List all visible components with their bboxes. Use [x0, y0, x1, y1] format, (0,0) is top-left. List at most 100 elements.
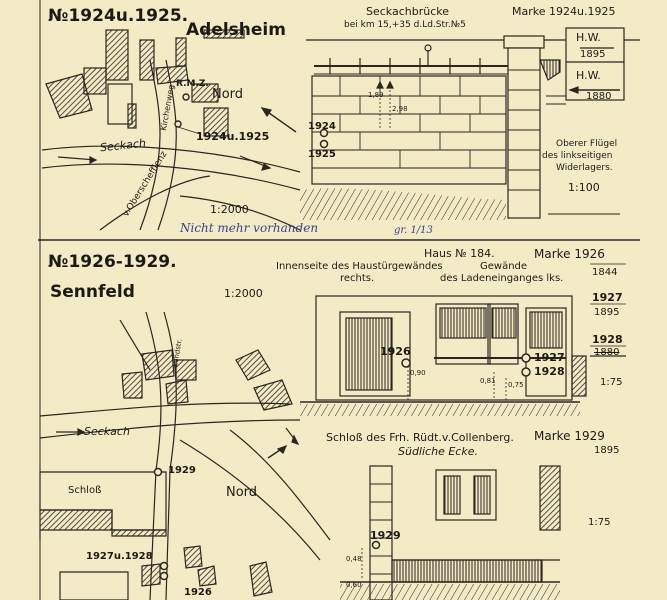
lower-map-mark-1929: 1929	[168, 465, 196, 476]
lower-river-label: Seckach	[84, 425, 130, 438]
mark-circle-1929	[371, 540, 381, 550]
river-bank	[39, 402, 291, 417]
upper-north-label: Nord	[212, 87, 244, 102]
building	[127, 103, 137, 129]
window	[435, 303, 491, 365]
river-bank	[39, 419, 301, 439]
adelsheim-map	[41, 29, 301, 231]
year-1927: 1927	[592, 291, 623, 304]
ground-fill	[300, 188, 506, 220]
dim-081: 0,81	[480, 377, 496, 385]
river-bank	[41, 145, 301, 173]
building	[45, 73, 93, 119]
flow-arrow	[261, 163, 272, 171]
bridge-title: Seckachbrücke	[366, 5, 450, 18]
road-edge	[145, 311, 162, 600]
upper-handwritten-note: Nicht mehr vorhanden	[180, 221, 319, 235]
door	[345, 317, 393, 391]
hw1-year: 1895	[580, 49, 606, 60]
bridge-location: bei km 15,+35 d.Ld.Str.№5	[344, 20, 466, 30]
schloss-corner-label: Südliche Ecke.	[398, 445, 478, 458]
building	[141, 349, 175, 381]
lower-number-title: №1926-1929.	[48, 252, 177, 272]
schloss-marke-year: 1895	[594, 445, 620, 456]
lower-map-scale: 1:2000	[224, 287, 263, 300]
facade	[315, 295, 573, 401]
corner-quoins	[369, 465, 393, 600]
house-mark-1927: 1927	[534, 351, 565, 364]
upper-marke-label: Marke 1924u.1925	[512, 5, 616, 18]
year-1895: 1895	[594, 307, 620, 318]
wing-line-2: des linkseitigen	[542, 151, 613, 161]
house-line-2: rechts.	[340, 273, 375, 284]
upper-map-scale: 1:2000	[210, 203, 249, 216]
building	[235, 349, 271, 381]
window-frame	[435, 469, 497, 521]
dim-060: 0,60	[346, 581, 362, 589]
wing-line-1: Oberer Flügel	[556, 139, 618, 149]
house-mark-1926: 1926	[380, 345, 411, 358]
schloss-label: Schloß	[68, 485, 102, 496]
road-edge	[179, 195, 301, 231]
building	[121, 371, 143, 399]
road-edge	[179, 439, 321, 561]
hw1-label: H.W.	[576, 31, 601, 44]
house-scale: 1:75	[600, 377, 623, 388]
ground-fill	[300, 404, 580, 416]
pier-joints	[508, 69, 540, 191]
lower-place-title: Sennfeld	[50, 282, 135, 302]
wing-line-3: Widerlagers.	[556, 163, 613, 173]
schloss-mark-1929: 1929	[370, 529, 401, 542]
upper-rmz-label: R.M.Z.	[176, 79, 209, 89]
bridge-girder	[539, 59, 561, 81]
gewaende-label-1: Gewände	[480, 261, 528, 272]
year-1844: 1844	[592, 267, 618, 278]
building	[253, 379, 293, 411]
building	[249, 561, 273, 597]
river-bank	[41, 163, 301, 191]
upper-number-title: №1924u.1925.	[48, 6, 189, 26]
road-edge	[157, 59, 177, 231]
flow-arrow	[89, 156, 98, 164]
year-1928: 1928	[592, 333, 623, 346]
hw2-year: 1880	[586, 91, 612, 102]
masonry-wall	[311, 75, 507, 185]
sennfeld-map	[39, 311, 331, 600]
road-edge	[229, 429, 331, 541]
mark-circle-1924	[319, 128, 329, 138]
bridge-dim1: 1,89	[368, 91, 384, 99]
schloss-scale: 1:75	[588, 517, 611, 528]
door-frame	[339, 311, 411, 397]
hw-box	[565, 27, 625, 101]
building	[83, 67, 107, 95]
upper-place-title: Adelsheim	[186, 20, 286, 40]
bridge-scale: 1:100	[568, 181, 600, 194]
building	[165, 379, 189, 405]
building	[139, 39, 155, 81]
building	[141, 563, 161, 587]
lower-map-mark-1927-1928: 1927u.1928	[86, 551, 153, 562]
pier-cap	[503, 35, 545, 49]
bridge-mark-a: 1924	[308, 121, 336, 132]
mark-circle-1925	[319, 139, 329, 149]
lower-marke-label: Marke 1926	[534, 247, 605, 261]
lower-map-mark-1926: 1926	[184, 587, 212, 598]
schloss-elevation	[340, 465, 561, 600]
building	[203, 29, 245, 39]
masonry-joints	[312, 76, 506, 169]
upper-map-mark-label: 1924u.1925	[196, 130, 270, 143]
house-mark-1928: 1928	[534, 365, 565, 378]
building	[191, 83, 219, 103]
dim-048: 0,48	[346, 555, 362, 563]
gewaende-label-2: des Ladeneinganges lks.	[440, 273, 564, 284]
house-line-1: Innenseite des Haustürgewändes	[276, 261, 443, 272]
bridge-mark-b: 1925	[308, 149, 336, 160]
marker-circle	[182, 93, 190, 101]
building	[175, 37, 187, 67]
building	[197, 565, 217, 587]
map-mark-1927-1928	[159, 561, 169, 571]
house-elevation	[300, 263, 626, 416]
road-edge	[139, 59, 161, 231]
shop-entrance	[525, 307, 567, 397]
